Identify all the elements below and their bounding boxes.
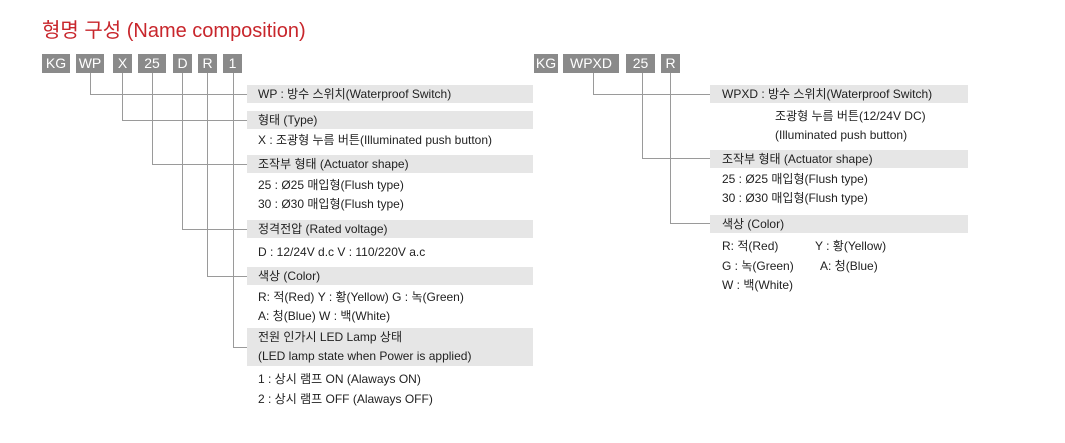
lamp-option-1: 1 : 상시 램프 ON (Alaways ON) — [258, 372, 421, 386]
color-right-heading: 색상 (Color) — [722, 217, 785, 231]
code-box-kg: KG — [42, 54, 70, 73]
code-box-1: 1 — [223, 54, 242, 73]
connector-wpxd-vertical — [593, 73, 594, 95]
connector-wp-horizontal — [90, 94, 247, 95]
code-box-25: 25 — [138, 54, 166, 73]
connector-actuator-vertical — [152, 73, 153, 165]
actuator-25: 25 : Ø25 매입형(Flush type) — [258, 178, 404, 192]
wp-description: WP : 방수 스위치(Waterproof Switch) — [258, 87, 452, 101]
color-values-line1: R: 적(Red) Y : 황(Yellow) G : 녹(Green) — [258, 290, 464, 304]
type-heading: 형태 (Type) — [258, 113, 318, 127]
actuator-30: 30 : Ø30 매입형(Flush type) — [258, 197, 404, 211]
color-right-blue: A: 청(Blue) — [820, 259, 878, 273]
code-box-x: X — [113, 54, 132, 73]
connector-wp-vertical — [90, 73, 91, 95]
code-box-wpxd: WPXD — [563, 54, 619, 73]
connector-actuator-horizontal — [152, 164, 247, 165]
type-x-description: X : 조광형 누름 버튼(Illuminated push button) — [258, 133, 493, 147]
color-right-green: G : 녹(Green) — [722, 259, 794, 273]
connector-lamp-vertical — [233, 73, 234, 348]
voltage-values: D : 12/24V d.c V : 110/220V a.c — [258, 245, 426, 259]
connector-actuator-right-vertical — [642, 73, 643, 159]
actuator-right-30: 30 : Ø30 매입형(Flush type) — [722, 191, 868, 205]
actuator-right-heading: 조작부 형태 (Actuator shape) — [722, 152, 873, 166]
band-voltage — [247, 220, 533, 238]
wpxd-detail-korean: 조광형 누름 버튼(12/24V DC) — [775, 109, 926, 123]
color-right-red: R: 적(Red) — [722, 239, 779, 253]
lamp-option-2: 2 : 상시 램프 OFF (Alaways OFF) — [258, 392, 433, 406]
voltage-heading: 정격전압 (Rated voltage) — [258, 222, 388, 236]
wpxd-description: WPXD : 방수 스위치(Waterproof Switch) — [722, 87, 933, 101]
code-box-kg-right: KG — [534, 54, 558, 73]
band-type — [247, 111, 533, 129]
lamp-heading-english: (LED lamp state when Power is applied) — [258, 349, 472, 363]
connector-type-vertical — [122, 73, 123, 121]
connector-actuator-right-horizontal — [642, 158, 710, 159]
band-color — [247, 267, 533, 285]
band-lamp — [247, 328, 533, 366]
wpxd-detail-english: (Illuminated push button) — [775, 128, 908, 142]
code-box-r: R — [198, 54, 217, 73]
actuator-heading: 조작부 형태 (Actuator shape) — [258, 157, 409, 171]
connector-color-vertical — [207, 73, 208, 277]
connector-voltage-vertical — [182, 73, 183, 230]
connector-color-right-vertical — [670, 73, 671, 224]
page-title: 형명 구성 (Name composition) — [42, 20, 306, 42]
band-actuator — [247, 155, 533, 173]
connector-lamp-horizontal — [233, 347, 247, 348]
color-heading: 색상 (Color) — [258, 269, 321, 283]
band-wpxd — [710, 85, 968, 103]
lamp-heading-korean: 전원 인가시 LED Lamp 상태 — [258, 330, 402, 344]
color-values-line2: A: 청(Blue) W : 백(White) — [258, 309, 391, 323]
color-right-yellow: Y : 황(Yellow) — [815, 239, 887, 253]
connector-voltage-horizontal — [182, 229, 247, 230]
code-box-r-right: R — [661, 54, 680, 73]
band-color-right — [710, 215, 968, 233]
code-box-25-right: 25 — [626, 54, 655, 73]
connector-wpxd-horizontal — [593, 94, 710, 95]
actuator-right-25: 25 : Ø25 매입형(Flush type) — [722, 172, 868, 186]
connector-color-horizontal — [207, 276, 247, 277]
color-right-white: W : 백(White) — [722, 278, 794, 292]
band-wp — [247, 85, 533, 103]
connector-type-horizontal — [122, 120, 247, 121]
connector-color-right-horizontal — [670, 223, 710, 224]
band-actuator-right — [710, 150, 968, 168]
code-box-d: D — [173, 54, 192, 73]
code-box-wp: WP — [76, 54, 104, 73]
